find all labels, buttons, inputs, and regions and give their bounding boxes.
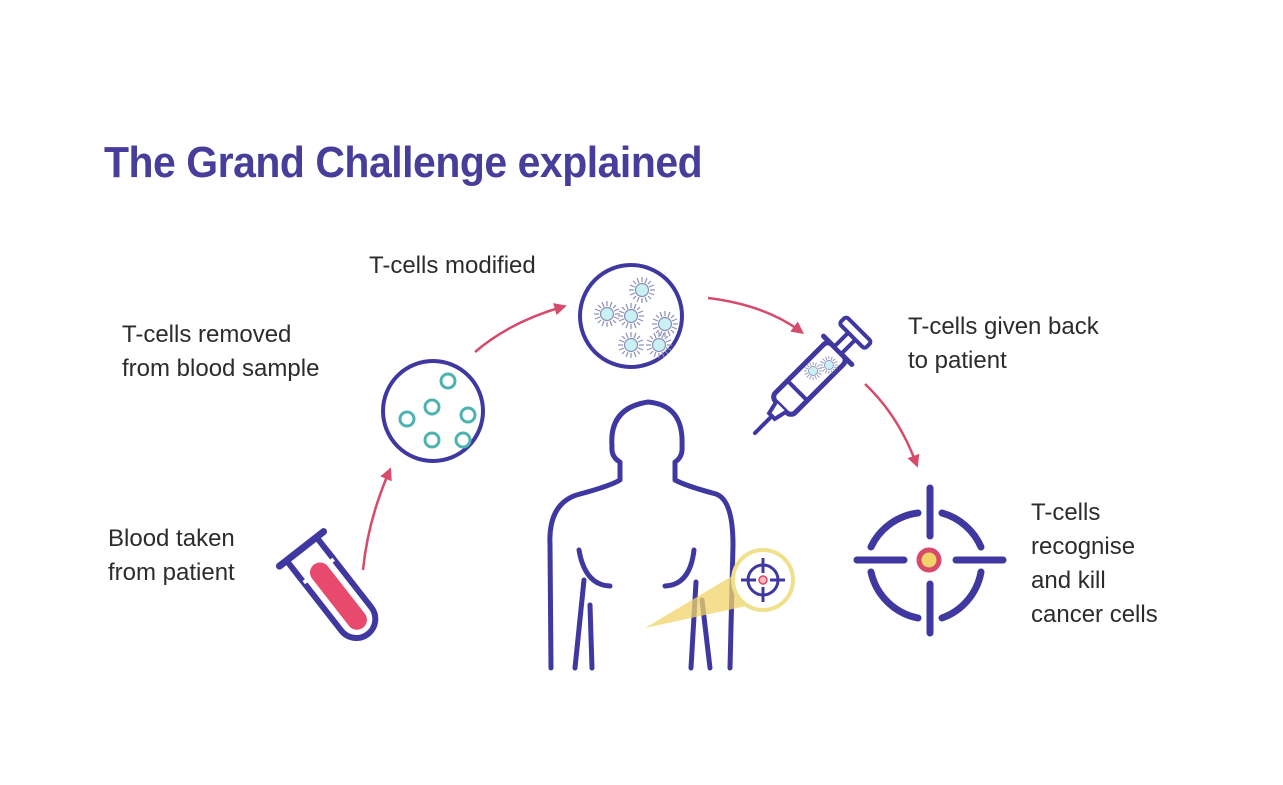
- test-tube-icon: [275, 528, 379, 642]
- page-title: The Grand Challenge explained: [104, 138, 703, 187]
- arrow-2-icon: [474, 303, 567, 353]
- arrow-1-icon: [361, 467, 392, 571]
- target-magnified-icon: [645, 548, 795, 628]
- step-label-cells-given-back: T-cells given back to patient: [908, 313, 1099, 374]
- step-label-cells-modified: T-cells modified: [369, 252, 536, 279]
- syringe-icon: [752, 315, 873, 436]
- target-icon: [853, 484, 1007, 637]
- step-label-blood-taken: Blood taken from patient: [108, 525, 235, 586]
- step-label-cells-kill: T-cells recognise and kill cancer cells: [1031, 499, 1158, 628]
- arrow-3-icon: [707, 296, 805, 334]
- petri-dish-icon: [381, 359, 485, 463]
- human-body-icon: [547, 399, 736, 671]
- arrow-4-icon: [864, 383, 920, 468]
- step-label-cells-removed: T-cells removed from blood sample: [122, 321, 320, 382]
- modified-cells-dish-icon: [578, 263, 684, 369]
